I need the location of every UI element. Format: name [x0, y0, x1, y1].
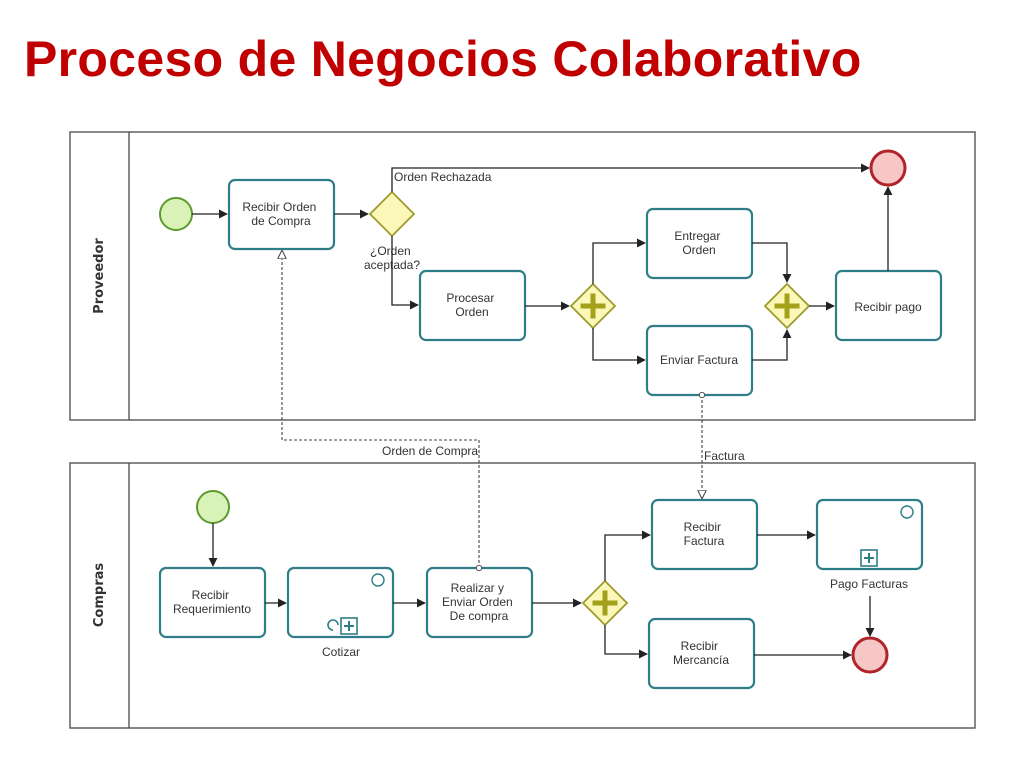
start-event-compras[interactable]: [196, 490, 230, 524]
task-label: Enviar Factura: [660, 353, 738, 367]
start-event-proveedor[interactable]: [159, 197, 193, 231]
task-recibir-factura[interactable]: Recibir Factura: [650, 498, 759, 571]
task-label: Mercancía: [673, 653, 729, 667]
task-label: Recibir: [684, 520, 721, 534]
svg-text:Recibir Requerimiento: Recibir Requerimiento: [173, 588, 251, 616]
task-label: Requerimiento: [173, 602, 251, 616]
task-label: Procesar: [446, 291, 494, 305]
end-event-proveedor[interactable]: [869, 149, 907, 187]
task-label: Recibir: [192, 588, 229, 602]
svg-text:Recibir Mercancía: Recibir Mercancía: [673, 639, 729, 667]
task-label: Factura: [684, 534, 725, 548]
task-label: Recibir pago: [854, 300, 922, 314]
message-flow-orden-de-compra: [282, 251, 479, 568]
gateway-question-label: ¿Orden: [370, 244, 411, 258]
timer-icon: [900, 505, 914, 519]
message-label-orden-de-compra: Orden de Compra: [382, 444, 478, 458]
svg-text:Enviar Factura: Enviar Factura: [660, 353, 738, 367]
flow-factura-to-join: [752, 329, 792, 361]
gateway-parallel-join-proveedor[interactable]: [763, 282, 811, 330]
flow-split-to-recibir-factura: [604, 530, 651, 581]
message-label-factura: Factura: [704, 449, 745, 463]
svg-text:Entregar Orden: Entregar Orden: [674, 229, 723, 257]
task-procesar-orden[interactable]: Procesar Orden: [418, 269, 527, 342]
subprocess-cotizar[interactable]: [286, 566, 395, 639]
loop-icon: [327, 619, 339, 631]
gateway-parallel-split-compras[interactable]: [581, 579, 629, 627]
timer-icon: [371, 573, 385, 587]
svg-text:Recibir pago: Recibir pago: [854, 300, 922, 314]
page-title: Proceso de Negocios Colaborativo: [24, 31, 862, 87]
subprocess-label-pago-facturas: Pago Facturas: [830, 577, 908, 591]
svg-text:Realizar y Enviar Orden: Realizar y Enviar Orden De compra: [442, 581, 516, 623]
task-label: Orden: [682, 243, 715, 257]
flow-entregar-to-join: [752, 242, 792, 283]
task-label: Realizar y: [451, 581, 504, 595]
task-label: Enviar Orden: [442, 595, 513, 609]
task-entregar-orden[interactable]: Entregar Orden: [645, 207, 754, 280]
task-realizar-enviar-orden[interactable]: Realizar y Enviar Orden De compra: [425, 566, 534, 639]
task-label: Recibir Orden: [242, 200, 316, 214]
subprocess-label-cotizar: Cotizar: [322, 645, 360, 659]
svg-text:Recibir Orden de Compra: Recibir Orden de Compra: [242, 200, 319, 228]
task-enviar-factura[interactable]: Enviar Factura: [645, 324, 754, 397]
task-recibir-mercancia[interactable]: Recibir Mercancía: [647, 617, 756, 690]
flow-split-to-factura: [592, 328, 646, 365]
svg-text:Recibir Factura: Recibir Factura: [684, 520, 725, 548]
task-label: Recibir: [681, 639, 718, 653]
task-label: Orden: [455, 305, 488, 319]
subprocess-pago-facturas[interactable]: [815, 498, 924, 571]
flow-split-to-entregar: [592, 238, 646, 284]
flow-orden-rechazada: [391, 163, 870, 192]
task-label: Entregar: [674, 229, 720, 243]
lane-label-proveedor: Proveedor: [92, 238, 107, 314]
task-label: de Compra: [251, 214, 311, 228]
task-recibir-orden[interactable]: Recibir Orden de Compra: [227, 178, 336, 251]
lane-label-compras: Compras: [92, 563, 107, 628]
end-event-compras[interactable]: [851, 636, 889, 674]
task-recibir-requerimiento[interactable]: Recibir Requerimiento: [158, 566, 267, 639]
task-recibir-pago[interactable]: Recibir pago: [834, 269, 943, 342]
flow-split-to-recibir-mercancia: [604, 625, 648, 659]
flow-label-orden-rechazada: Orden Rechazada: [394, 170, 492, 184]
task-label: De compra: [450, 609, 509, 623]
